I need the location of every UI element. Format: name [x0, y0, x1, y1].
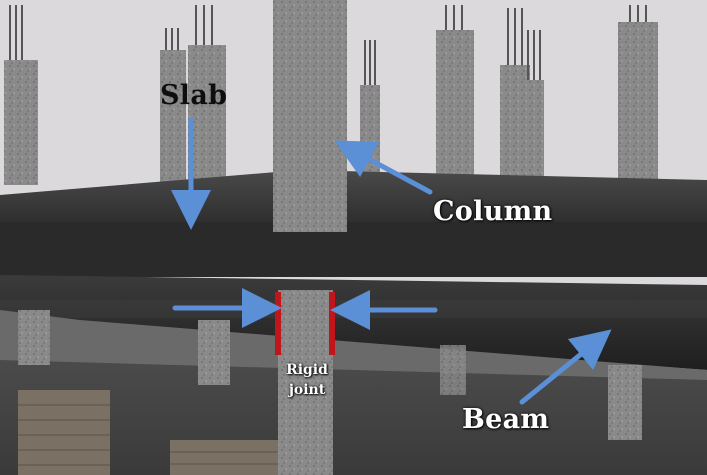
main-column-upper — [273, 0, 347, 232]
column-label: Column — [433, 196, 552, 227]
beam-label: Beam — [462, 404, 549, 435]
joint-marker-left — [275, 292, 281, 355]
rigid-joint-line1: Rigid — [282, 360, 332, 380]
rigid-joint-line2: joint — [282, 380, 332, 400]
slab-edge — [0, 222, 707, 277]
rigid-joint-label: Rigid joint — [282, 360, 332, 400]
joint-marker-right — [329, 292, 335, 355]
slab-label: Slab — [160, 80, 227, 111]
